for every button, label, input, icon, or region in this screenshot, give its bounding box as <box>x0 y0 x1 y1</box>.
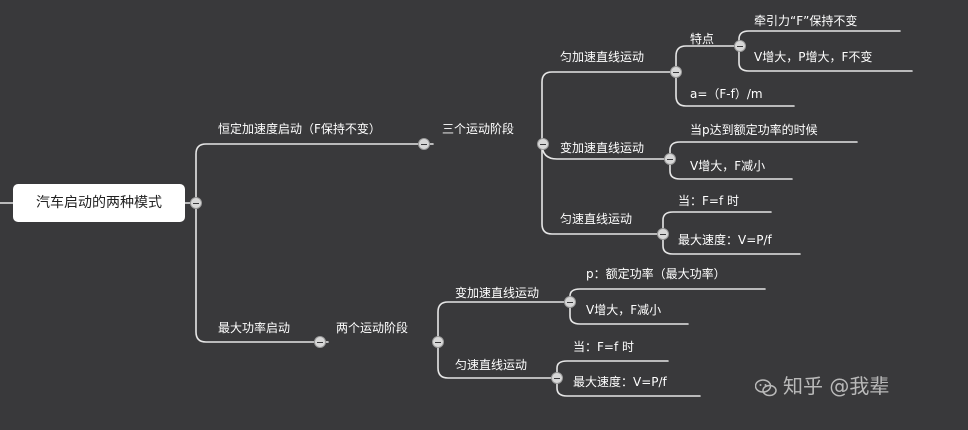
branch1-stage-count[interactable]: 三个运动阶段 <box>442 122 515 136</box>
phase-variable-acceleration[interactable]: 变加速直线运动 <box>560 141 645 155</box>
b2-phase1-item[interactable]: p：额定功率（最大功率） <box>586 267 726 281</box>
b2-phase-variable-acceleration[interactable]: 变加速直线运动 <box>455 286 540 300</box>
feature-item[interactable]: 牵引力“F”保持不变 <box>754 14 858 28</box>
phase2-item[interactable]: 当p达到额定功率的时候 <box>690 123 818 137</box>
phase-uniform-motion[interactable]: 匀速直线运动 <box>560 212 633 226</box>
collapse-branch2-stage-toggle[interactable] <box>432 336 444 348</box>
phase3-item[interactable]: 最大速度：V=P/f <box>678 233 772 247</box>
branch-constant-acceleration[interactable]: 恒定加速度启动（F保持不变） <box>218 122 381 136</box>
branch2-stage-count[interactable]: 两个运动阶段 <box>336 321 409 335</box>
branch-max-power[interactable]: 最大功率启动 <box>218 321 291 335</box>
watermark-text: 知乎 @我辈 <box>783 374 890 398</box>
collapse-branch2-phase1-toggle[interactable] <box>564 296 576 308</box>
collapse-phase2-toggle[interactable] <box>664 153 676 165</box>
b2-phase2-item[interactable]: 当：F=f 时 <box>573 340 634 354</box>
collapse-features-toggle[interactable] <box>734 40 746 52</box>
watermark: 知乎 @我辈 <box>755 370 889 399</box>
collapse-branch1-stage-toggle[interactable] <box>537 138 549 150</box>
b2-phase1-item[interactable]: V增大，F减小 <box>586 303 662 317</box>
b2-phase2-item[interactable]: 最大速度：V=P/f <box>573 375 667 389</box>
features-node[interactable]: 特点 <box>690 32 715 46</box>
phase-uniform-acceleration[interactable]: 匀加速直线运动 <box>560 50 645 64</box>
formula-node[interactable]: a=（F-f）/m <box>690 87 763 101</box>
collapse-root-toggle[interactable] <box>190 197 202 209</box>
collapse-branch1-toggle[interactable] <box>418 138 430 150</box>
phase3-item[interactable]: 当：F=f 时 <box>678 194 739 208</box>
collapse-branch2-toggle[interactable] <box>314 336 326 348</box>
phase2-item[interactable]: V增大，F减小 <box>690 159 766 173</box>
collapse-phase3-toggle[interactable] <box>657 228 669 240</box>
collapse-branch2-phase2-toggle[interactable] <box>551 372 563 384</box>
feature-item[interactable]: V增大，P增大，F不变 <box>754 50 873 64</box>
wechat-icon <box>755 378 777 396</box>
b2-phase-uniform-motion[interactable]: 匀速直线运动 <box>455 358 528 372</box>
collapse-phase1-toggle[interactable] <box>670 66 682 78</box>
root-node[interactable]: 汽车启动的两种模式 <box>13 184 185 222</box>
